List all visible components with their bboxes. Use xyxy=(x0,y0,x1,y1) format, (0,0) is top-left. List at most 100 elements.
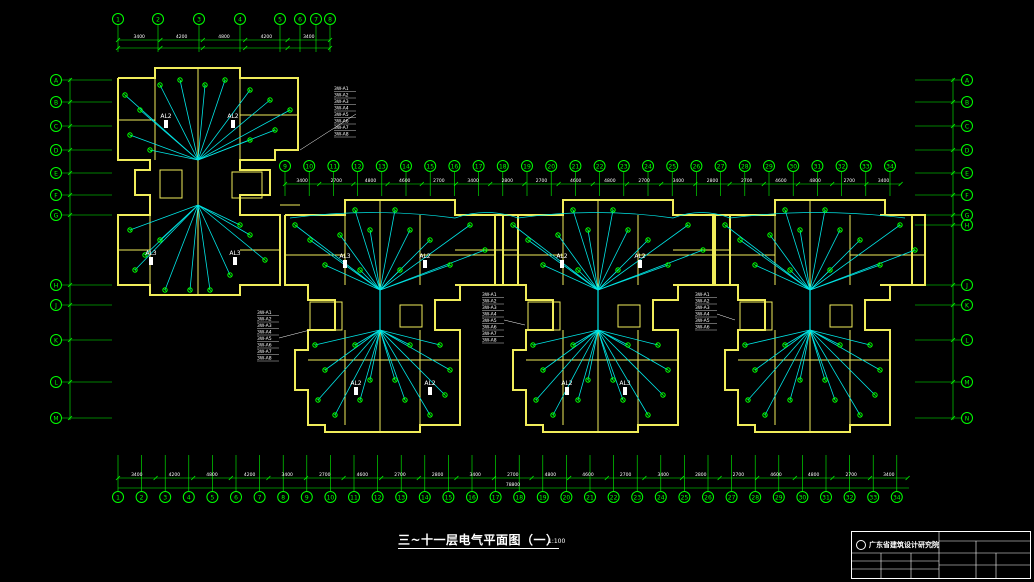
dim-tick xyxy=(950,337,956,343)
light-fixture xyxy=(857,412,863,418)
wiring-run xyxy=(542,329,599,371)
grid-bubble-top xyxy=(666,160,679,172)
dimension-value: 4600 xyxy=(399,178,411,184)
dim-tick xyxy=(67,282,73,288)
dim-tick xyxy=(200,45,206,51)
fixture-cross xyxy=(743,343,747,347)
circuit-note-middle: 3W-A7 xyxy=(482,331,497,337)
fixture-cross xyxy=(783,343,787,347)
fixture-cross xyxy=(323,368,327,372)
light-fixture xyxy=(237,222,243,228)
dimension-value: 2800 xyxy=(502,178,514,184)
grid-bubble-left xyxy=(50,120,62,132)
dimension-value: 2700 xyxy=(845,472,857,478)
grid-bubble-bottom-label: 29 xyxy=(775,494,783,501)
fixture-cross xyxy=(511,223,515,227)
light-fixture xyxy=(207,287,213,293)
fixture-cross xyxy=(571,208,575,212)
dim-tick xyxy=(754,475,760,481)
circuit-note-middle: 3W-A8 xyxy=(482,338,497,344)
grid-bubble-bottom-label: 9 xyxy=(305,494,309,501)
fixture-cross xyxy=(393,378,397,382)
dimension-value: 2700 xyxy=(536,178,548,184)
circuit-note-middle: 3W-A4 xyxy=(482,312,497,318)
grid-bubble-bottom xyxy=(112,491,124,503)
wiring-run xyxy=(597,329,624,401)
light-fixture xyxy=(352,342,358,348)
wiring-run xyxy=(379,209,396,291)
circuit-note-right: 3W-A2 xyxy=(695,299,710,305)
light-fixture xyxy=(575,397,581,403)
circuit-note-left: 3W-A7 xyxy=(257,349,272,355)
light-fixture xyxy=(827,267,833,273)
light-fixture xyxy=(315,397,321,403)
light-fixture xyxy=(322,367,328,373)
grid-bubble-bottom-label: 1 xyxy=(116,494,120,501)
fixture-cross xyxy=(838,228,842,232)
company-mark-icon xyxy=(856,540,866,550)
light-fixture xyxy=(397,267,403,273)
wiring-run xyxy=(139,109,199,161)
fixture-cross xyxy=(228,273,232,277)
light-fixture xyxy=(625,342,631,348)
grid-bubble-top-label: 30 xyxy=(789,163,797,170)
panel-label: AL2 xyxy=(424,380,435,387)
grid-bubble-top xyxy=(835,160,848,172)
panel-box xyxy=(565,387,569,395)
grid-bubble-right-label: G xyxy=(965,212,970,219)
grid-bubble-right-label: A xyxy=(965,77,970,84)
wiring-run xyxy=(314,329,381,346)
grid-bubble-top-label: 27 xyxy=(717,163,725,170)
fixture-cross xyxy=(746,398,750,402)
light-fixture xyxy=(530,342,536,348)
light-fixture xyxy=(585,377,591,383)
dimension-value: 4800 xyxy=(809,178,821,184)
fixture-cross xyxy=(188,288,192,292)
grid-bubble-top xyxy=(690,160,703,172)
light-fixture xyxy=(357,267,363,273)
light-fixture xyxy=(655,342,661,348)
fixture-cross xyxy=(686,223,690,227)
grid-bubble-bottom xyxy=(749,491,762,503)
grid-bubble-top xyxy=(472,160,485,172)
grid-bubble-top-left xyxy=(152,13,164,25)
light-fixture xyxy=(202,82,208,88)
fixture-cross xyxy=(531,343,535,347)
grid-bubble-top xyxy=(303,160,316,172)
wiring-run xyxy=(542,264,599,291)
circuit-note-top: 3W-A2 xyxy=(334,93,349,99)
grid-bubble-top-label: 13 xyxy=(378,163,386,170)
grid-bubble-bottom-label: 32 xyxy=(846,494,854,501)
dimension-value: 4800 xyxy=(808,472,820,478)
dim-tick xyxy=(285,37,290,43)
dim-tick xyxy=(950,147,956,153)
fixture-cross xyxy=(798,228,802,232)
grid-bubble-left-label: D xyxy=(54,147,59,154)
light-fixture xyxy=(550,412,556,418)
fixture-cross xyxy=(838,343,842,347)
dim-tick xyxy=(604,475,610,481)
grid-bubble-bottom-label: 17 xyxy=(492,494,500,501)
wiring-run xyxy=(334,329,381,416)
dim-tick xyxy=(351,181,356,187)
wiring-run xyxy=(159,204,199,241)
grid-bubble-left xyxy=(50,189,62,201)
grid-bubble-right xyxy=(961,167,973,179)
grid-bubble-left-label: L xyxy=(54,379,58,386)
fixture-cross xyxy=(626,343,630,347)
light-fixture xyxy=(407,342,413,348)
fixture-cross xyxy=(616,268,620,272)
wiring-run xyxy=(809,224,901,291)
light-fixture xyxy=(127,227,133,233)
grid-bubble-bottom xyxy=(513,491,526,503)
dim-tick xyxy=(115,37,121,43)
wiring-run xyxy=(754,329,811,371)
dim-tick xyxy=(303,475,309,481)
grid-bubble-top-label: 11 xyxy=(330,163,338,170)
fixture-cross xyxy=(828,268,832,272)
fixture-cross xyxy=(798,378,802,382)
dim-tick xyxy=(453,181,459,187)
wiring-run xyxy=(164,204,199,291)
wiring-run xyxy=(197,204,211,291)
grid-bubble-bottom xyxy=(395,491,408,503)
